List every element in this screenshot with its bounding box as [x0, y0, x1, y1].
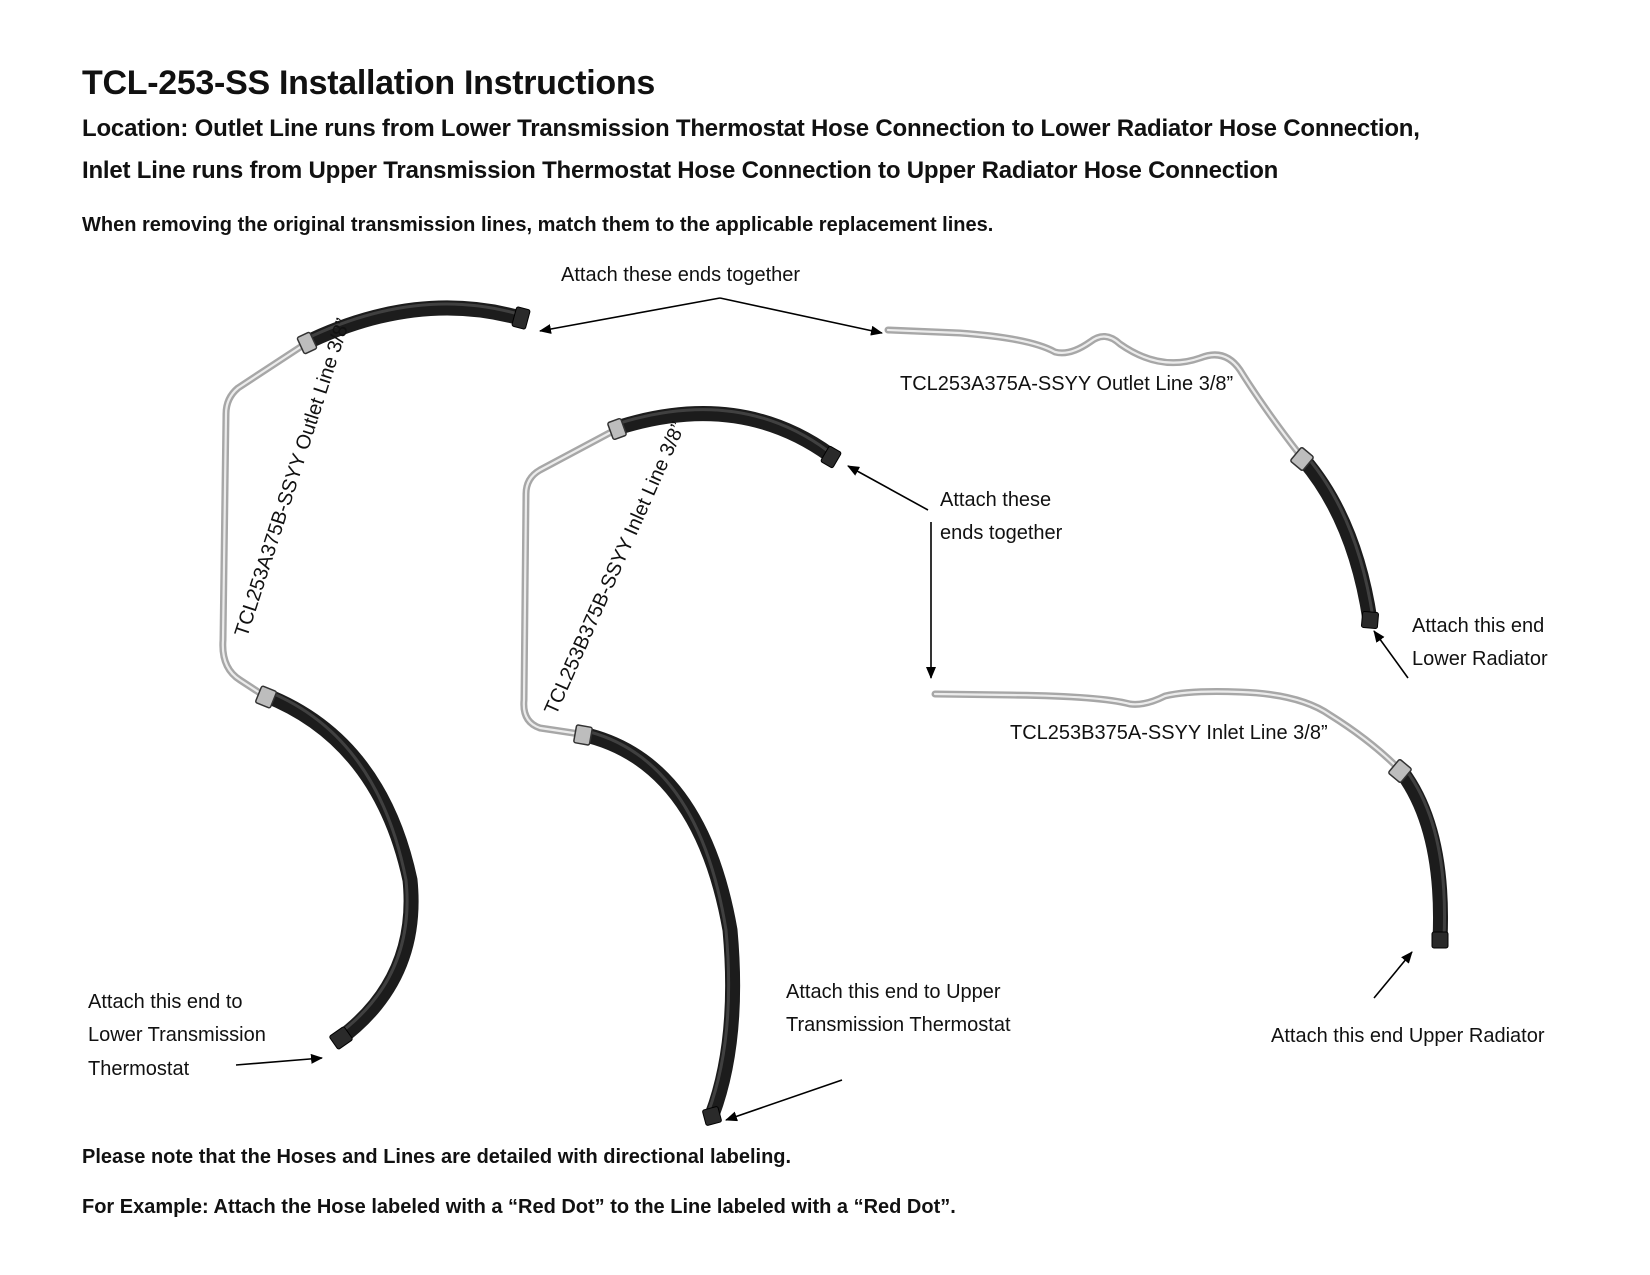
note-red-dot-example: For Example: Attach the Hose labeled wit… — [82, 1196, 956, 1218]
arrow-to-upper-radiator — [1373, 951, 1413, 999]
outlet-line-a — [884, 326, 1380, 630]
hose-end — [1431, 931, 1449, 949]
label-lower-radiator-1: Attach this end — [1412, 615, 1545, 637]
label-upper-thermostat-1: Attach this end to Upper — [786, 981, 1001, 1003]
fitting — [573, 724, 593, 746]
inlet-line-a — [931, 688, 1449, 949]
label-attach-ends-top: Attach these ends together — [561, 264, 801, 286]
part-label-inlet-a: TCL253B375A-SSYY Inlet Line 3/8” — [1010, 722, 1328, 744]
hose-end — [329, 1026, 353, 1050]
arrow-to-lower-thermostat — [235, 1053, 323, 1066]
label-lower-thermostat-3: Thermostat — [88, 1058, 190, 1080]
outlet-line-b — [219, 300, 531, 1050]
fitting — [296, 331, 318, 355]
label-upper-radiator: Attach this end Upper Radiator — [1271, 1025, 1545, 1047]
arrow-to-outlet-b-end — [539, 297, 721, 334]
fitting — [607, 417, 627, 441]
part-label-inlet-b: TCL253B375B-SSYY Inlet Line 3/8” — [540, 419, 689, 718]
page-title: TCL-253-SS Installation Instructions — [82, 64, 655, 102]
note-directional-labeling: Please note that the Hoses and Lines are… — [82, 1146, 792, 1168]
fitting — [255, 685, 277, 709]
arrow-to-lower-radiator — [1373, 630, 1409, 679]
arrow-to-inlet-b-end — [847, 465, 929, 511]
instruction-text: When removing the original transmission … — [82, 214, 994, 236]
hose-end — [820, 445, 842, 469]
label-attach-ends-mid-1: Attach these — [940, 489, 1052, 511]
label-upper-thermostat-2: Transmission Thermostat — [786, 1014, 1011, 1036]
hose-end — [702, 1106, 722, 1126]
part-label-outlet-b: TCL253A375B-SSYY Outlet Line 3/8” — [231, 316, 355, 640]
label-lower-thermostat-1: Attach this end to — [88, 991, 243, 1013]
part-label-outlet-a: TCL253A375A-SSYY Outlet Line 3/8” — [900, 373, 1234, 395]
fitting — [1388, 759, 1412, 783]
hose-end — [1360, 610, 1380, 630]
location-line-1: Location: Outlet Line runs from Lower Tr… — [82, 115, 1420, 142]
label-lower-radiator-2: Lower Radiator — [1412, 648, 1548, 670]
fitting — [1290, 447, 1314, 471]
arrow-to-upper-thermostat — [725, 1079, 843, 1122]
label-attach-ends-mid-2: ends together — [940, 522, 1063, 544]
location-line-2: Inlet Line runs from Upper Transmission … — [82, 157, 1279, 184]
arrow-to-outlet-a-end — [719, 297, 883, 336]
hose-end — [511, 306, 531, 330]
label-lower-thermostat-2: Lower Transmission — [88, 1024, 266, 1046]
inlet-line-b — [520, 406, 842, 1126]
